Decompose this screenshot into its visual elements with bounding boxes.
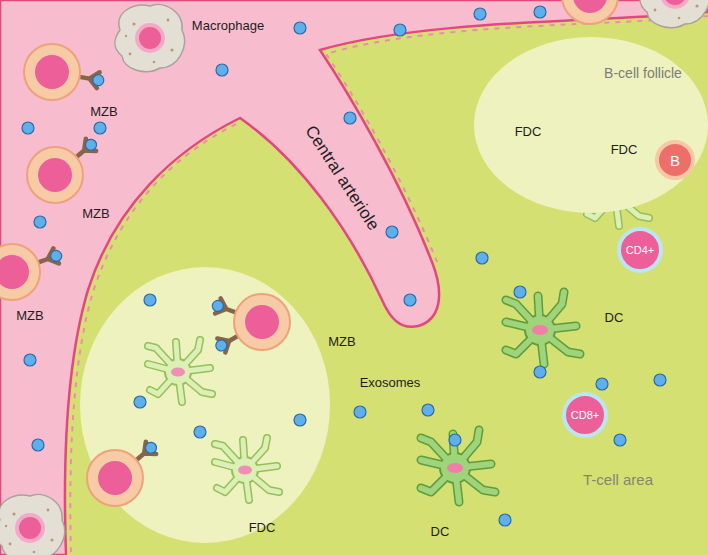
- b-cell-follicle: B-cell follicleB: [470, 35, 708, 215]
- cell-label: DC: [605, 311, 624, 326]
- cell-label: Macrophage: [192, 19, 264, 34]
- lower-follicle: [80, 267, 330, 543]
- cell-text: CD4+: [626, 244, 654, 256]
- cd4-t-cell: CD4+: [617, 227, 663, 273]
- endothelium: [70, 16, 708, 555]
- exosome-label: Exosomes: [360, 376, 421, 391]
- dendritic-cell: [506, 292, 580, 364]
- fdc-cell: [148, 340, 212, 402]
- macrophage: [115, 4, 185, 71]
- fdc-cell: [215, 438, 279, 500]
- cell-label: FDC: [611, 143, 638, 158]
- exosome: [32, 439, 44, 451]
- mzb-cell: [27, 147, 83, 203]
- macrophage: [640, 0, 708, 28]
- exosome: [294, 22, 306, 34]
- mzb-cell: [24, 44, 80, 100]
- exosome: [194, 426, 206, 438]
- exosome: [534, 366, 546, 378]
- exosome: [144, 294, 156, 306]
- exosome: [134, 396, 146, 408]
- exosome: [394, 24, 406, 36]
- exosome: [514, 286, 526, 298]
- cell-label: MZB: [16, 309, 43, 324]
- exosome: [534, 6, 546, 18]
- mzb-cell: [562, 0, 618, 24]
- cell-label: MZB: [90, 105, 117, 120]
- dendritic-cell: [421, 430, 495, 502]
- exosome: [386, 226, 398, 238]
- exosome: [216, 64, 228, 76]
- b-cell: B: [655, 140, 695, 180]
- mzb-cell: [87, 450, 143, 506]
- exosome: [404, 294, 416, 306]
- exosome: [354, 406, 366, 418]
- cell-label: MZB: [82, 207, 109, 222]
- exosome: [34, 216, 46, 228]
- exosome: [476, 252, 488, 264]
- exosome: [24, 354, 36, 366]
- exosome: [654, 374, 666, 386]
- region-label: T-cell area: [583, 471, 653, 488]
- exosome: [614, 434, 626, 446]
- exosome: [474, 8, 486, 20]
- follicle-shape: [474, 37, 708, 213]
- cd8-t-cell: CD8+: [562, 392, 608, 438]
- exosome: [94, 122, 106, 134]
- exosome: [294, 414, 306, 426]
- cell-text: CD8+: [571, 409, 599, 421]
- cell-text: B: [670, 152, 680, 169]
- cell-label: DC: [431, 525, 450, 540]
- mzb-cell: [234, 294, 290, 350]
- exosome: [449, 434, 461, 446]
- exosome: [596, 378, 608, 390]
- receptor: [78, 69, 105, 89]
- exosome: [22, 122, 34, 134]
- mzb-cell: [0, 244, 40, 300]
- macrophage: [0, 494, 65, 555]
- exosome: [499, 514, 511, 526]
- cell-label: FDC: [515, 125, 542, 140]
- cell-label: FDC: [249, 521, 276, 536]
- follicle-outline: [470, 35, 708, 215]
- region-title: B-cell follicle: [600, 65, 686, 82]
- exosome: [344, 112, 356, 124]
- exosome: [422, 404, 434, 416]
- cell-label: MZB: [328, 335, 355, 350]
